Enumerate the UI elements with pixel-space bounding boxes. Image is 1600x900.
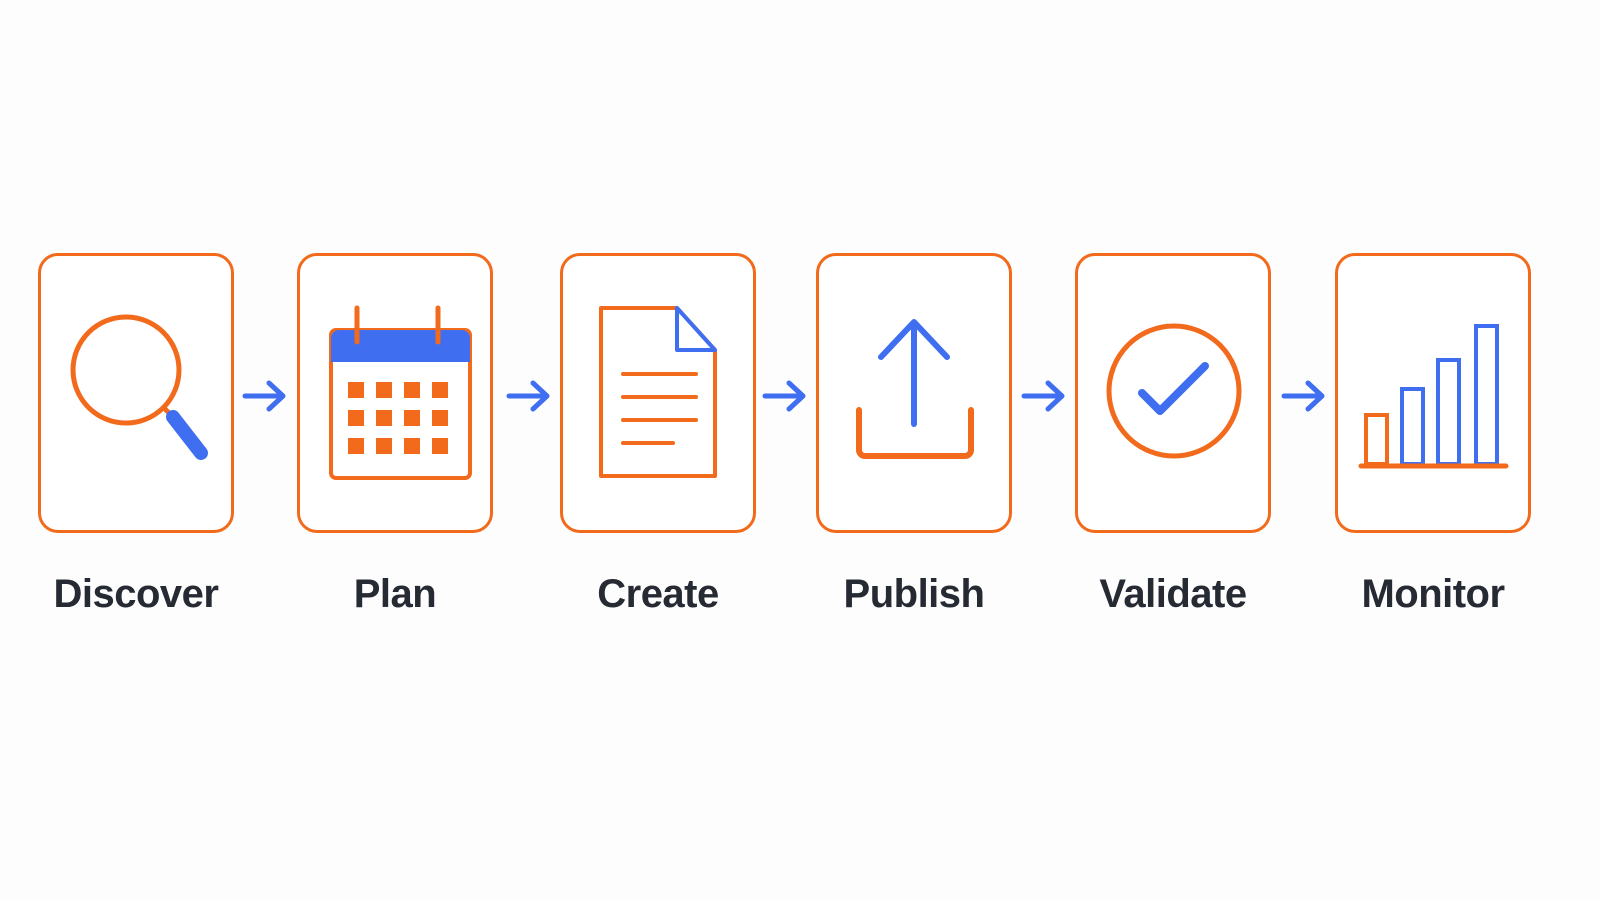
arrow-right-icon xyxy=(1281,380,1325,412)
step-card-monitor xyxy=(1335,253,1531,533)
arrow-right-icon xyxy=(242,380,286,412)
step-label-publish: Publish xyxy=(843,572,985,616)
magnifying-glass-icon xyxy=(70,314,208,460)
step-card-discover xyxy=(38,253,234,533)
step-label-monitor: Monitor xyxy=(1361,572,1505,616)
step-card-create xyxy=(560,253,756,533)
step-card-publish xyxy=(816,253,1012,533)
calendar-icon xyxy=(329,305,472,480)
step-label-validate: Validate xyxy=(1099,572,1247,616)
upload-icon xyxy=(856,319,974,459)
step-card-plan xyxy=(297,253,493,533)
document-icon xyxy=(599,306,717,478)
step-label-discover: Discover xyxy=(53,572,219,616)
arrow-right-icon xyxy=(506,380,550,412)
step-label-plan: Plan xyxy=(353,572,437,616)
check-circle-icon xyxy=(1106,323,1242,459)
arrow-right-icon xyxy=(762,380,806,412)
arrow-right-icon xyxy=(1021,380,1065,412)
step-label-create: Create xyxy=(597,572,719,616)
step-card-validate xyxy=(1075,253,1271,533)
bar-chart-icon xyxy=(1358,324,1509,469)
